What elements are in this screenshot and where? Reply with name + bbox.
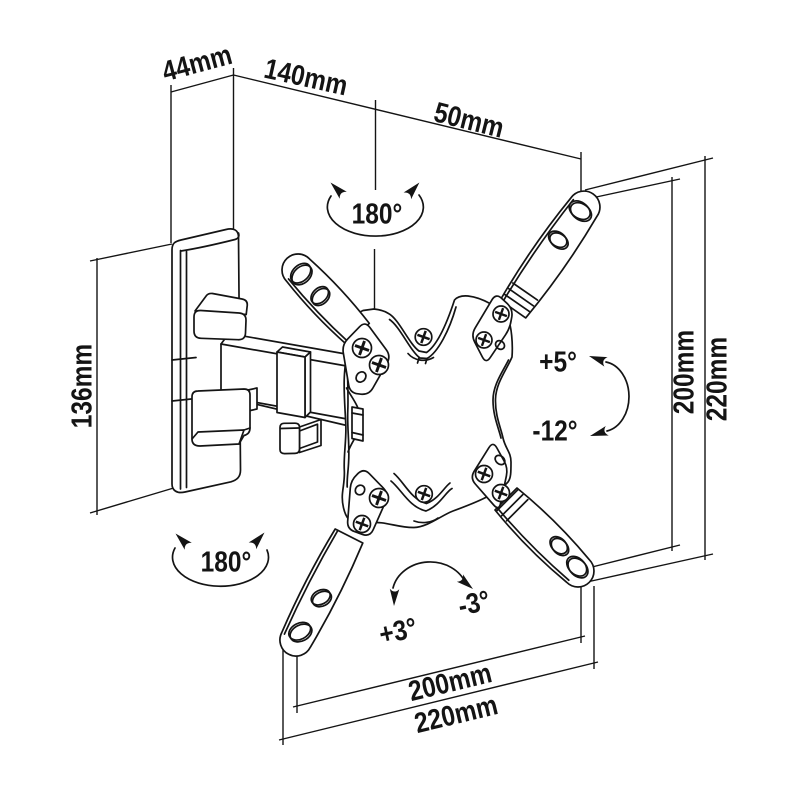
svg-text:180°: 180° [352, 198, 403, 230]
svg-text:136mm: 136mm [66, 344, 98, 428]
svg-text:+3°: +3° [376, 611, 420, 650]
svg-text:+5°: +5° [539, 346, 577, 378]
svg-text:200mm: 200mm [668, 330, 700, 414]
svg-text:-12°: -12° [532, 415, 577, 447]
svg-text:220mm: 220mm [701, 337, 733, 421]
svg-text:-3°: -3° [455, 584, 493, 622]
svg-text:180°: 180° [201, 546, 252, 578]
